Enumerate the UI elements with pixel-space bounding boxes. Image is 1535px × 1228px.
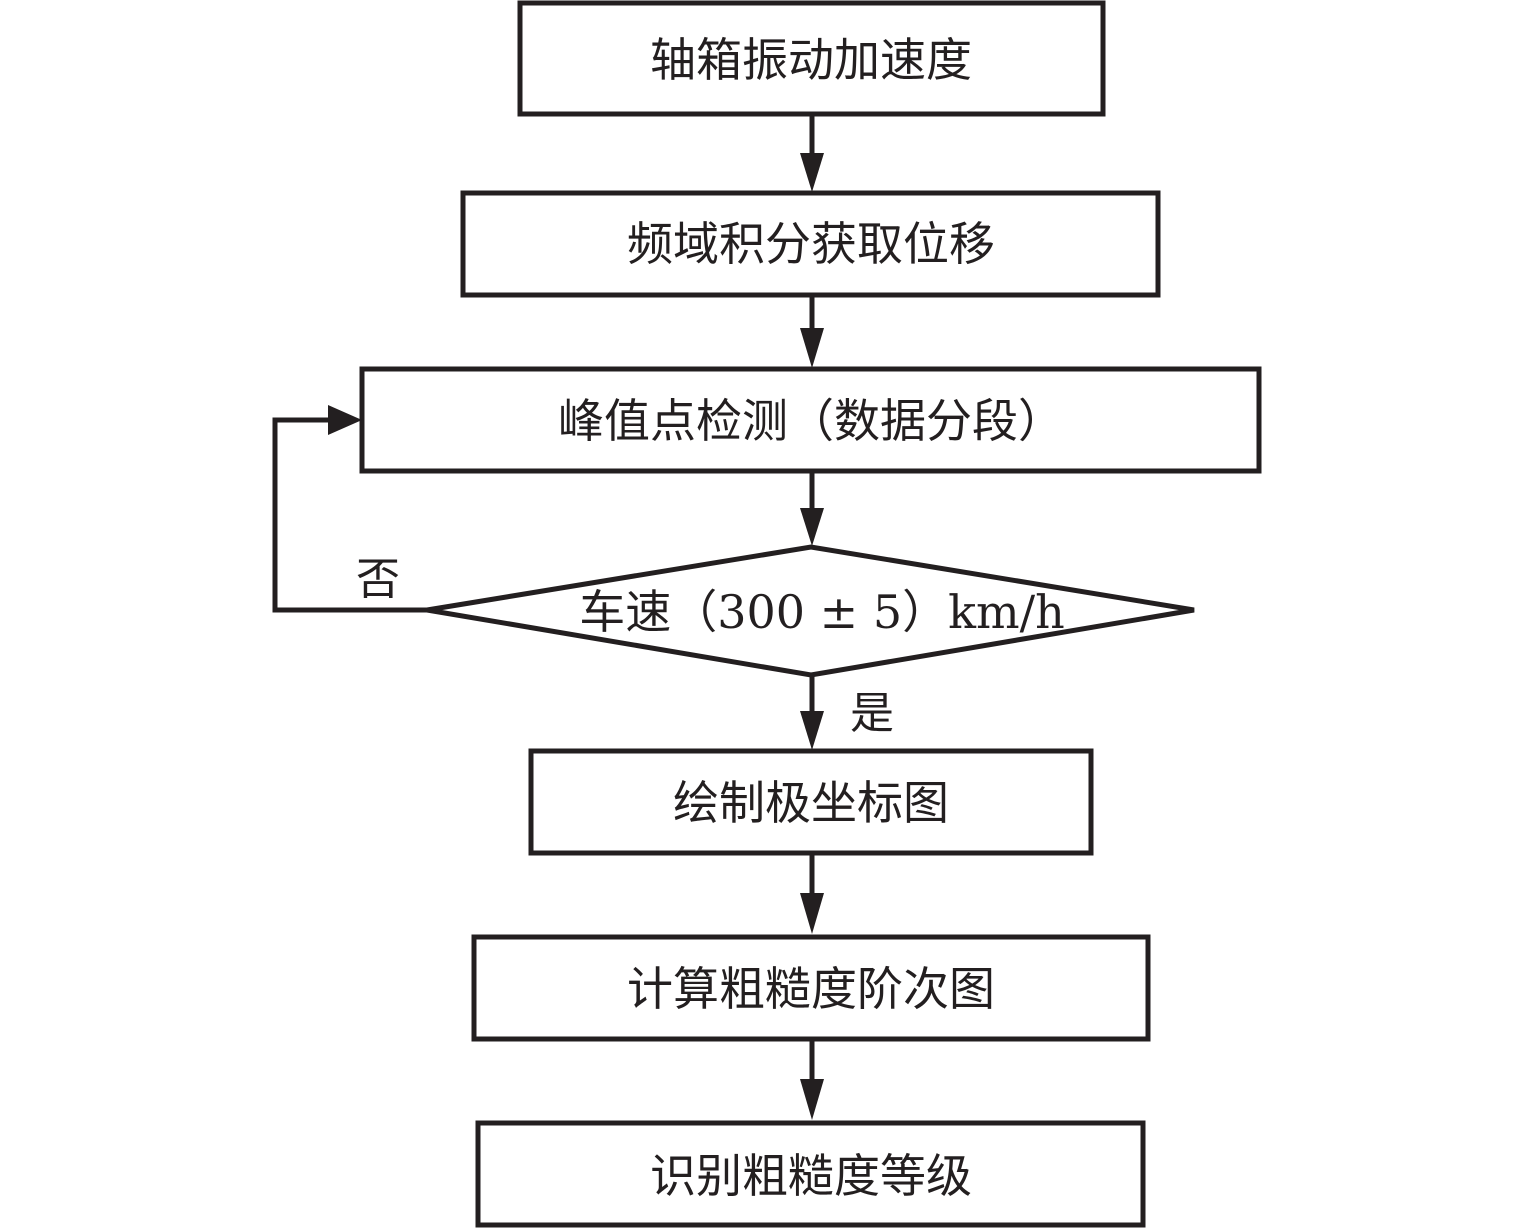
node-label: 峰值点检测（数据分段） xyxy=(558,394,1064,448)
node-box xyxy=(460,190,1161,298)
node-label: 频域积分获取位移 xyxy=(627,217,995,271)
edge-n6-n7 xyxy=(800,1039,824,1120)
node-speed-check: 车速（300 ± 5）km/h xyxy=(426,544,1195,678)
node-label: 绘制极坐标图 xyxy=(673,776,949,830)
node-roughness-order-map: 计算粗糙度阶次图 xyxy=(471,934,1151,1042)
node-label: 计算粗糙度阶次图 xyxy=(627,962,995,1016)
node-roughness-level: 识别粗糙度等级 xyxy=(475,1120,1146,1228)
arrowhead-icon xyxy=(328,405,362,435)
edge-n1-n2 xyxy=(800,114,824,192)
edge-n5-n6 xyxy=(800,853,824,934)
node-box xyxy=(528,748,1094,856)
node-peak-detection: 峰值点检测（数据分段） xyxy=(359,366,1262,474)
edge-line xyxy=(272,417,427,613)
edge-n4-n5-yes: 是 xyxy=(800,675,894,750)
node-label: 车速（300 ± 5）km/h xyxy=(579,585,1064,639)
edge-n2-n3 xyxy=(800,295,824,368)
arrowhead-icon xyxy=(800,893,824,934)
arrowhead-icon xyxy=(800,711,824,750)
node-polar-plot: 绘制极坐标图 xyxy=(528,748,1094,856)
node-axlebox-acceleration: 轴箱振动加速度 xyxy=(517,0,1106,117)
edge-n4-n3-no: 否 xyxy=(272,405,427,613)
decision-diamond xyxy=(426,544,1195,678)
node-label: 识别粗糙度等级 xyxy=(650,1149,972,1203)
node-frequency-integration: 频域积分获取位移 xyxy=(460,190,1161,298)
node-box xyxy=(475,1120,1146,1228)
arrowhead-icon xyxy=(800,328,824,368)
edge-label-no: 否 xyxy=(356,554,400,605)
edge-n3-n4 xyxy=(800,471,824,546)
node-box xyxy=(517,0,1106,117)
node-label: 轴箱振动加速度 xyxy=(650,33,972,87)
arrowhead-icon xyxy=(800,1079,824,1120)
arrowhead-icon xyxy=(800,153,824,192)
edge-label-yes: 是 xyxy=(850,688,894,739)
arrowhead-icon xyxy=(800,508,824,546)
